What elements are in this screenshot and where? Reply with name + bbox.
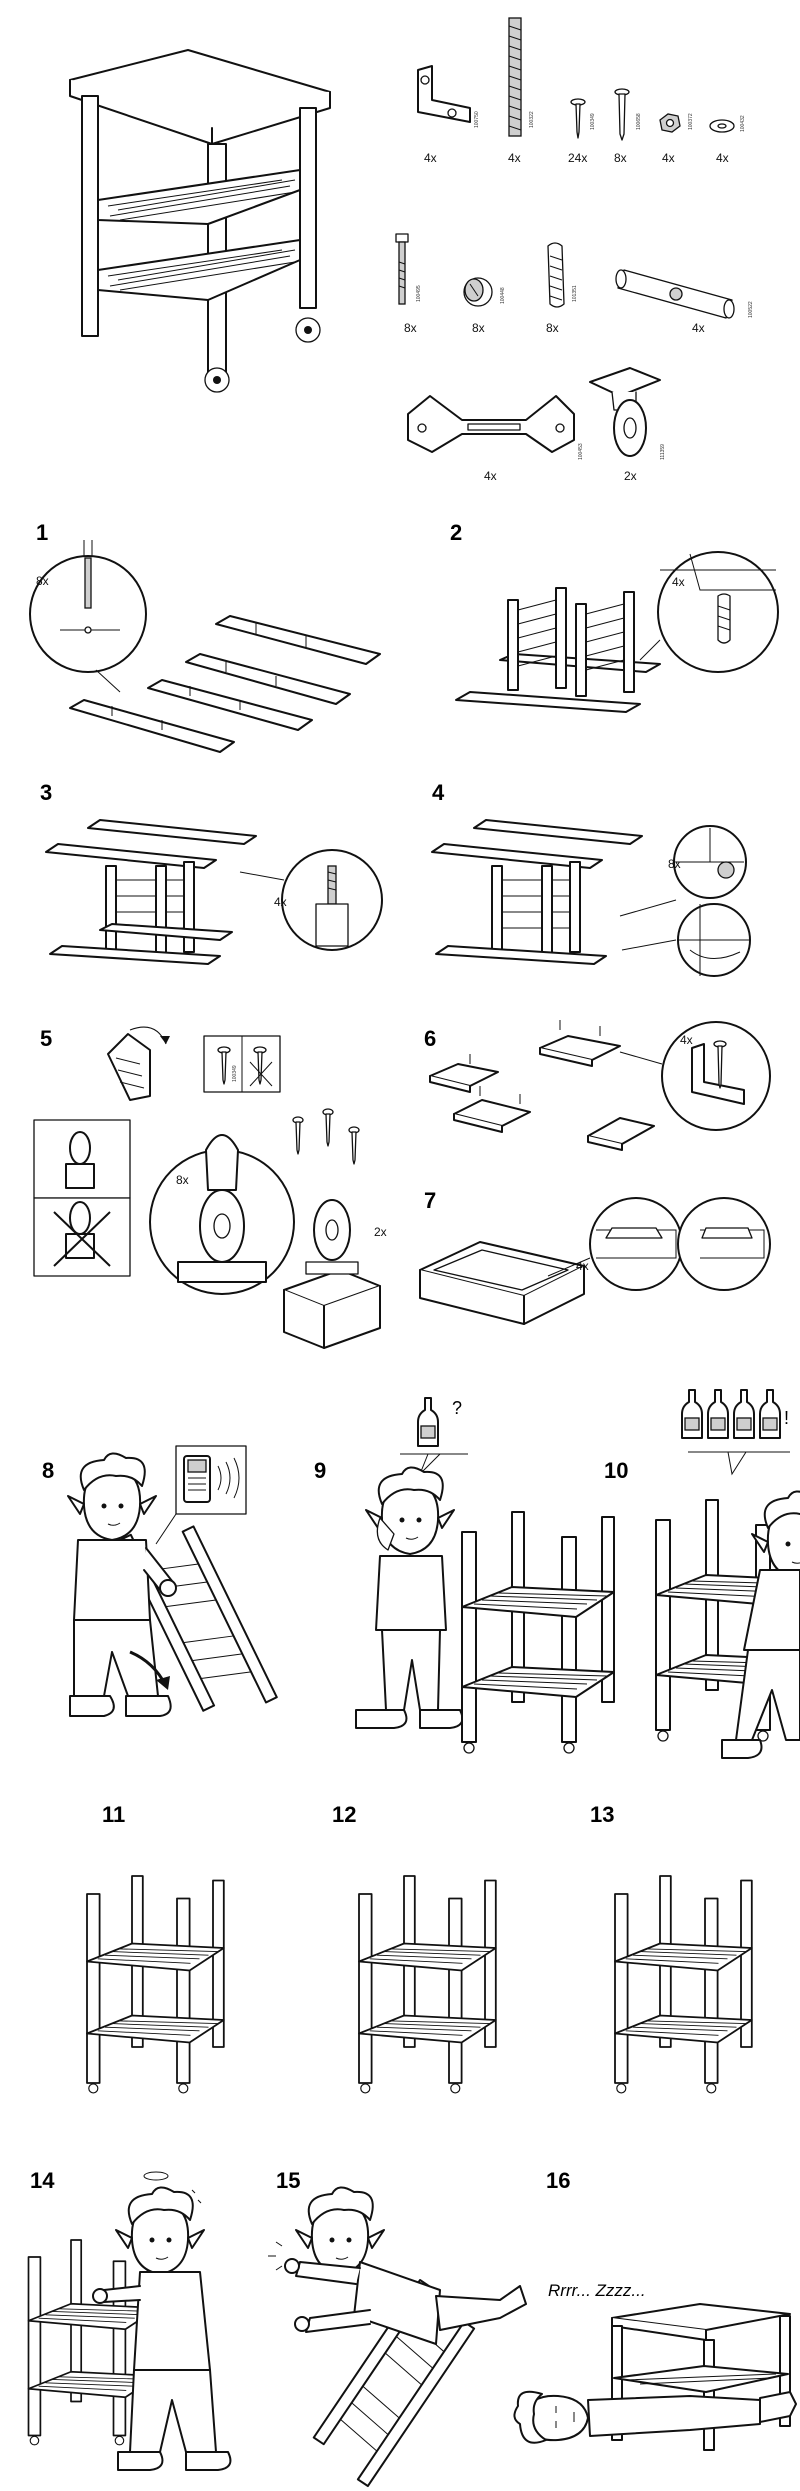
step-number-6: 6 bbox=[424, 1026, 436, 1051]
step-2-drawing: 4x bbox=[455, 551, 779, 713]
overview-cart bbox=[69, 49, 331, 393]
step-3-drawing: 4x bbox=[45, 819, 383, 965]
step-number-7: 7 bbox=[424, 1188, 436, 1213]
step-number-16: 16 bbox=[546, 2168, 570, 2193]
step-6-qty: 4x bbox=[680, 1033, 693, 1047]
part-qty-5: 4x bbox=[662, 151, 675, 165]
step-1-drawing: 8x bbox=[29, 540, 381, 753]
step-9-drawing: ? bbox=[355, 1397, 615, 1754]
step-16-drawing: Rrrr... Zzzz... bbox=[513, 2281, 797, 2451]
step-1-qty: 8x bbox=[36, 574, 49, 588]
step-number-4: 4 bbox=[432, 780, 445, 805]
part-cylinder-nut: 4x 100522 bbox=[615, 269, 754, 335]
step-3-qty: 4x bbox=[274, 895, 287, 909]
part-caster: 2x 111359 bbox=[589, 367, 666, 483]
step-number-8: 8 bbox=[42, 1458, 54, 1483]
part-code-1: 100750 bbox=[474, 111, 480, 128]
step-10-speech: ! bbox=[784, 1408, 789, 1428]
part-code-7: 100495 bbox=[416, 285, 422, 302]
part-code-4: 100658 bbox=[636, 113, 642, 130]
step-6-drawing: 4x bbox=[429, 1020, 771, 1151]
step-15-drawing bbox=[268, 2186, 527, 2488]
part-bracket: 4x 100750 bbox=[417, 65, 480, 165]
step-2-qty: 4x bbox=[672, 575, 685, 589]
part-qty-7: 8x bbox=[404, 321, 417, 335]
step-16-snore: Rrrr... Zzzz... bbox=[548, 2281, 646, 2300]
step-number-11: 11 bbox=[102, 1802, 125, 1827]
part-qty-6: 4x bbox=[716, 151, 729, 165]
step-number-10: 10 bbox=[604, 1458, 628, 1483]
part-qty-3: 24x bbox=[568, 151, 587, 165]
step-4-drawing: 8x bbox=[431, 819, 751, 977]
step-8-drawing bbox=[67, 1445, 278, 1717]
step-11-drawing bbox=[86, 1875, 225, 2094]
part-qty-9: 8x bbox=[546, 321, 559, 335]
step-number-1: 1 bbox=[36, 520, 48, 545]
part-screw-long: 8x 100658 bbox=[614, 88, 642, 165]
step-4-qty: 8x bbox=[668, 857, 681, 871]
part-code-11: 100453 bbox=[578, 443, 584, 460]
part-corner-plate: 4x 100453 bbox=[407, 395, 584, 483]
part-washer: 4x 100432 bbox=[709, 115, 746, 165]
step-number-2: 2 bbox=[450, 520, 462, 545]
step-13-drawing bbox=[614, 1875, 753, 2094]
step-5-drawing: 100349 8x 2x bbox=[33, 1026, 387, 1349]
part-qty-11: 4x bbox=[484, 469, 497, 483]
step-number-5: 5 bbox=[40, 1026, 52, 1051]
part-code-8: 100448 bbox=[500, 287, 506, 304]
step-number-9: 9 bbox=[314, 1458, 326, 1483]
step-number-15: 15 bbox=[276, 2168, 300, 2193]
step-number-12: 12 bbox=[332, 1802, 356, 1827]
part-screw-short: 24x 100349 bbox=[568, 98, 596, 165]
step-14-drawing bbox=[27, 2171, 232, 2471]
part-code-3: 100349 bbox=[590, 113, 596, 130]
part-connector-bolt: 8x 100495 bbox=[395, 233, 422, 335]
part-nut: 4x 100372 bbox=[659, 113, 694, 165]
part-code-2: 100322 bbox=[529, 111, 535, 128]
part-cam-lock: 8x 100448 bbox=[463, 277, 506, 335]
part-qty-1: 4x bbox=[424, 151, 437, 165]
part-wooden-dowel: 8x 101351 bbox=[546, 242, 578, 335]
part-code-6: 100432 bbox=[740, 115, 746, 132]
step-number-3: 3 bbox=[40, 780, 52, 805]
part-code-12: 111359 bbox=[660, 444, 666, 460]
part-qty-8: 8x bbox=[472, 321, 485, 335]
step-5-qty-b: 2x bbox=[374, 1225, 387, 1239]
step-number-14: 14 bbox=[30, 2168, 55, 2193]
part-qty-12: 2x bbox=[624, 469, 637, 483]
part-qty-4: 8x bbox=[614, 151, 627, 165]
part-code-9: 101351 bbox=[572, 285, 578, 302]
part-code-5: 100372 bbox=[688, 113, 694, 130]
step-5-code: 100349 bbox=[232, 1065, 238, 1082]
step-number-13: 13 bbox=[590, 1802, 614, 1827]
step-12-drawing bbox=[358, 1875, 497, 2094]
step-10-drawing: ! bbox=[655, 1389, 800, 1759]
part-qty-2: 4x bbox=[508, 151, 521, 165]
step-9-speech: ? bbox=[452, 1398, 462, 1418]
step-7-drawing: 4x bbox=[419, 1197, 771, 1325]
part-threaded-rod: 4x 100322 bbox=[508, 17, 535, 165]
part-code-10: 100522 bbox=[748, 301, 754, 318]
step-5-qty-a: 8x bbox=[176, 1173, 189, 1187]
part-qty-10: 4x bbox=[692, 321, 705, 335]
